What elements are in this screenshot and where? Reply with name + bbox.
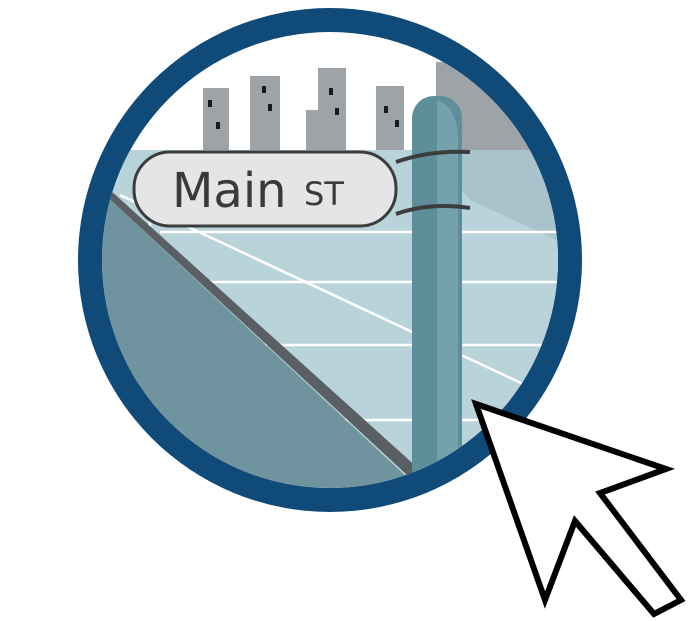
sign-brackets xyxy=(395,149,471,216)
street-sign: Main ST xyxy=(132,150,398,228)
window xyxy=(384,106,388,113)
sign-pole xyxy=(412,96,462,488)
street-sign-plate xyxy=(132,150,398,228)
window xyxy=(335,108,339,115)
window xyxy=(208,100,212,107)
window xyxy=(395,120,399,127)
street-suffix-text: ST xyxy=(304,175,344,213)
window xyxy=(262,86,266,93)
window xyxy=(216,122,220,129)
street-name-text: Main xyxy=(172,163,287,219)
curb xyxy=(102,190,420,476)
window xyxy=(268,104,272,111)
mouse-pointer-icon xyxy=(471,399,686,618)
window xyxy=(329,88,333,95)
city-skyline xyxy=(203,62,556,170)
plaza-ground xyxy=(102,150,558,488)
